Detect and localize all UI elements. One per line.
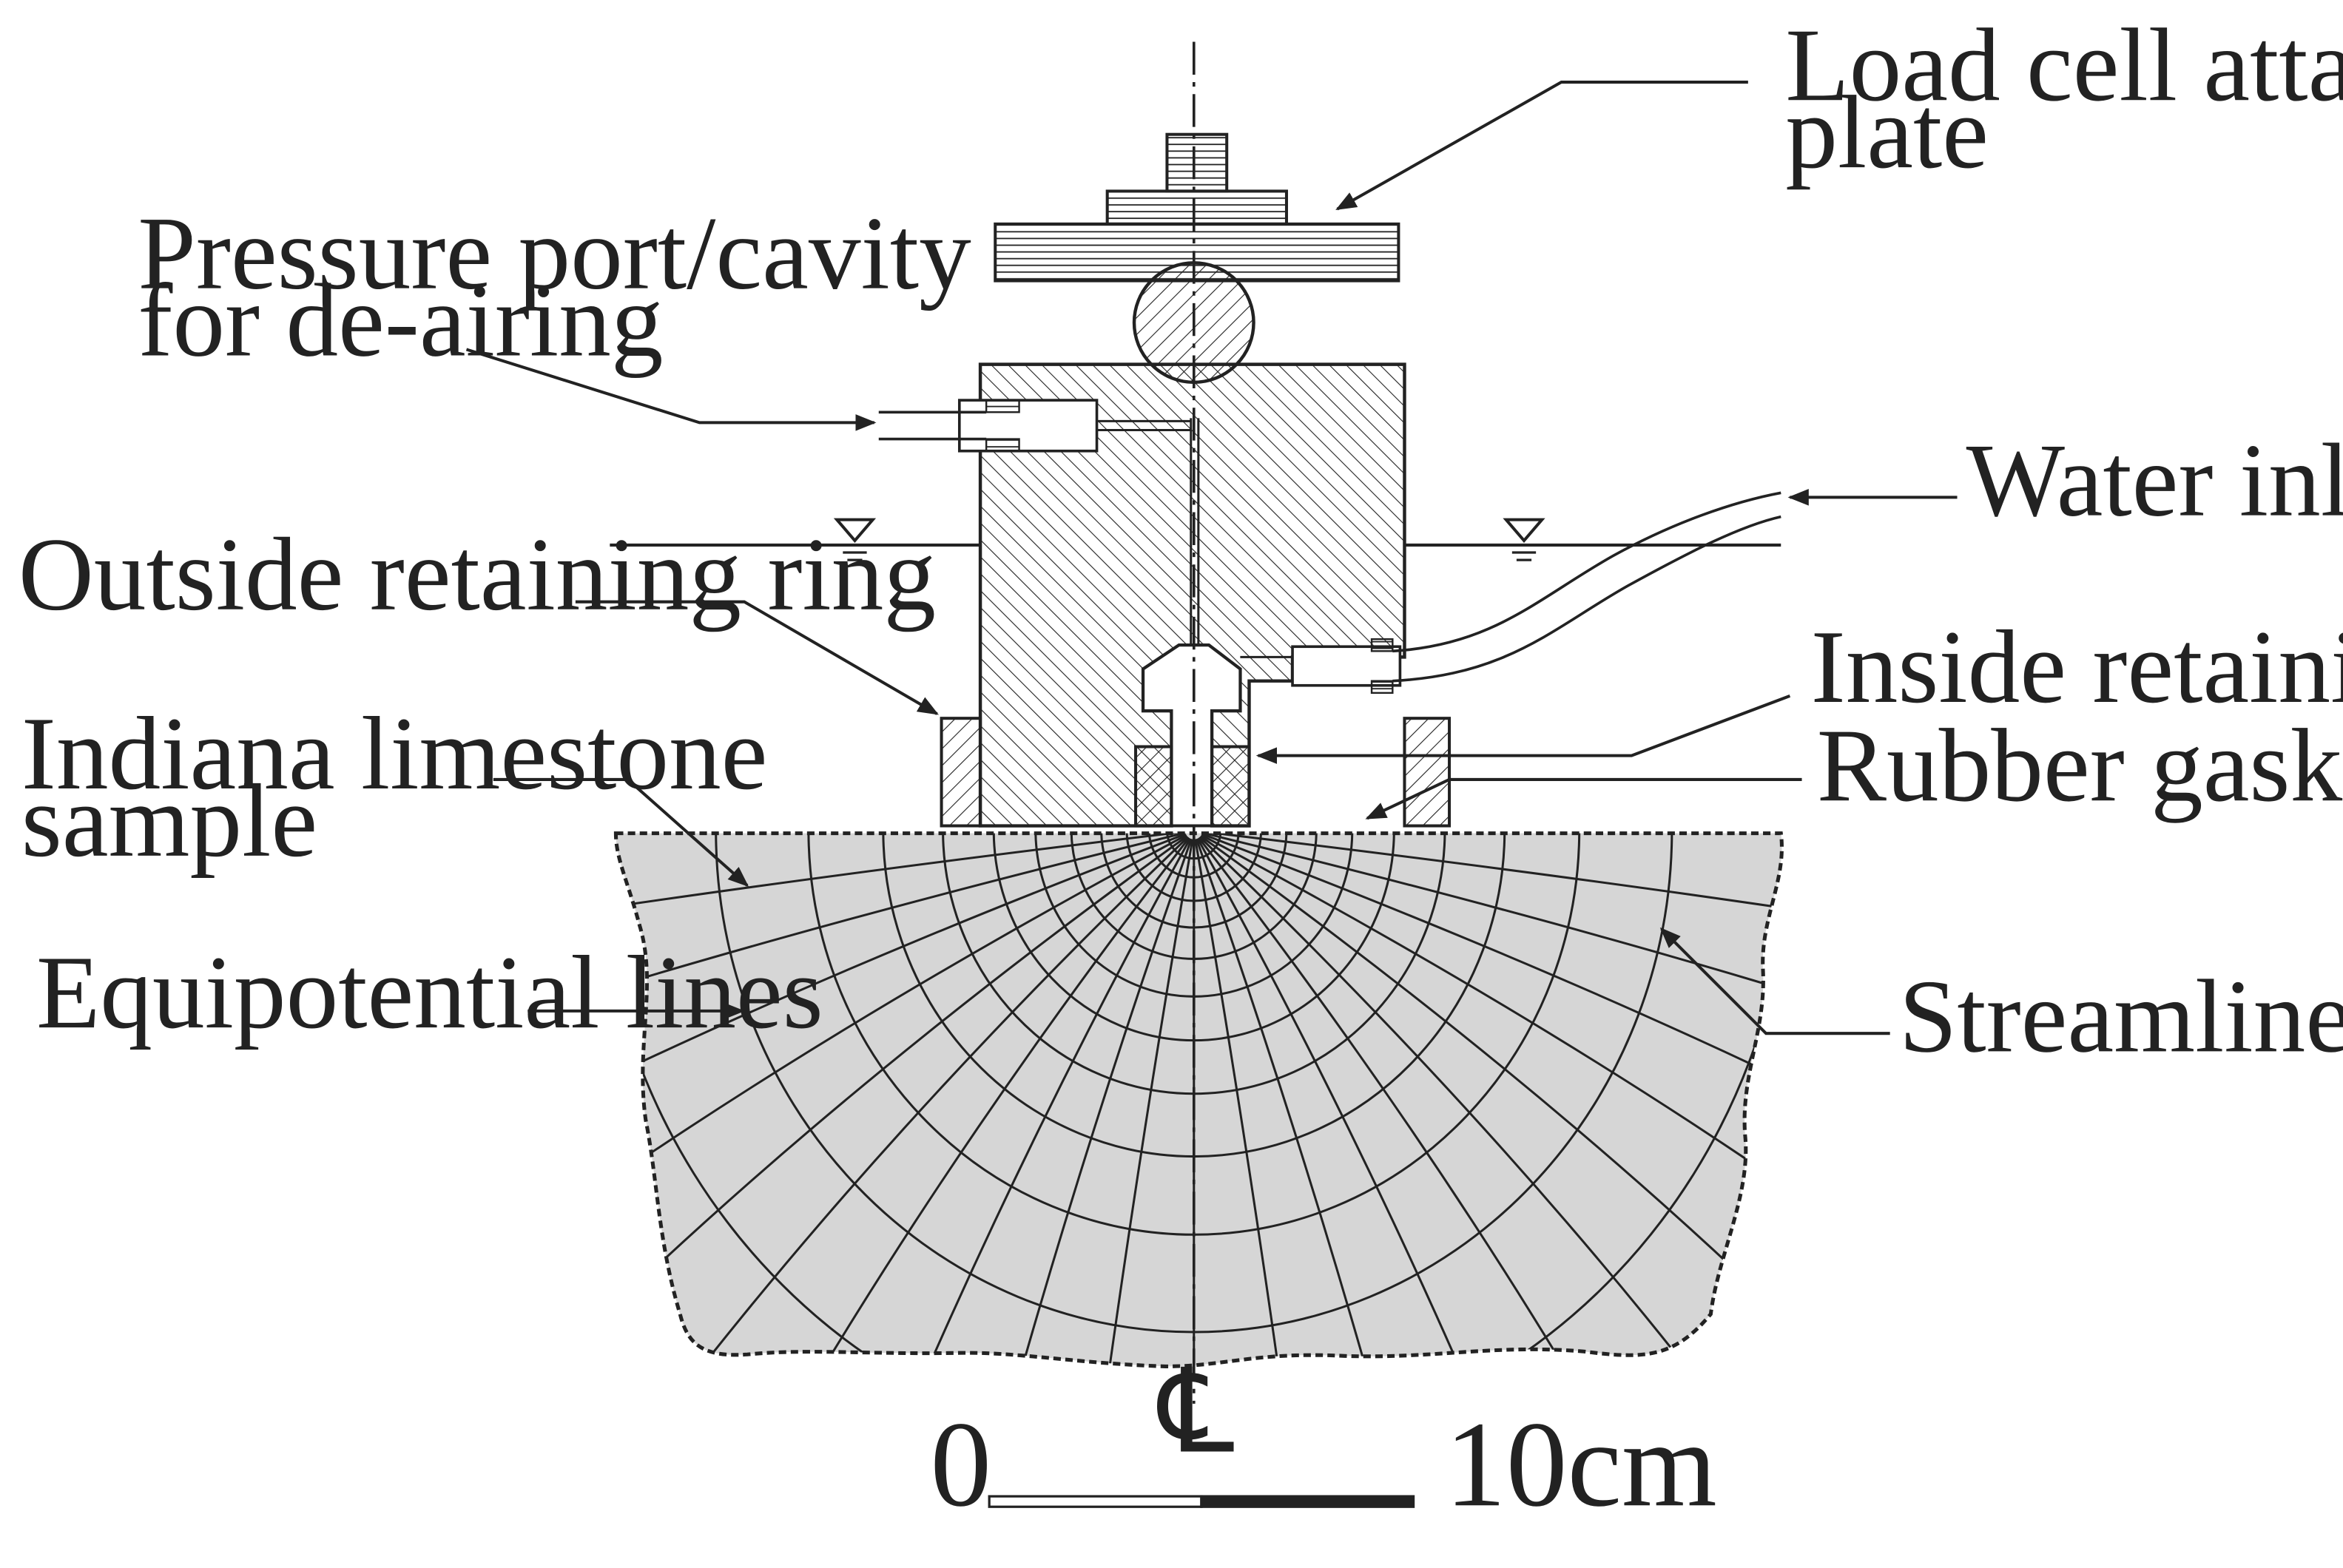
water-inlet-fitting [1240,491,1781,695]
label-inside-ring: Inside retaining ring [1811,609,2343,725]
limestone-sample [613,831,1784,1368]
label-rubber-gasket: Rubber gasket [1817,707,2343,823]
streamline [616,835,1188,1314]
equipotential-line [616,833,1782,1367]
label-sample-2: sample [21,763,317,879]
streamline [616,833,1186,937]
centerline-symbol: ℄ [1156,1349,1234,1478]
leader-lines [465,81,1958,1035]
streamline [1199,836,1704,1367]
streamlines-set [616,833,1782,1367]
water-level-symbol-left [833,518,877,543]
scale-bar-white [988,1495,1203,1508]
label-pressure-port: Pressure port/cavity [138,195,971,311]
streamline [974,838,1193,1367]
scale-bar-start: 0 [930,1396,991,1532]
inside-retaining-ring [1134,745,1251,828]
label-streamlines: Streamlines [1899,958,2343,1074]
scale-bar-black [1200,1495,1415,1508]
streamline [1082,839,1194,1367]
scale-bar-end: 10cm [1445,1396,1717,1532]
streamline [1194,839,1306,1367]
streamline [684,836,1189,1367]
label-sample: Indiana limestone [21,695,768,811]
streamline [870,837,1192,1367]
label-outside-ring: Outside retaining ring [18,516,936,632]
water-level-symbol-right [1503,518,1545,543]
label-equipotential: Equipotential lines [36,934,823,1050]
label-load-cell: Load cell attachment [1785,7,2343,123]
streamline [1199,835,1782,1314]
label-water-inlet: Water inlet [1966,422,2343,538]
scale-bar: 0 10cm [930,1396,1716,1532]
streamline [1196,837,1518,1367]
label-pressure-port-2: for de-airing [138,263,663,379]
streamline [1195,838,1415,1367]
streamline [1201,833,1782,1138]
water-level [610,518,1781,561]
outside-retaining-ring [940,717,1452,828]
streamline [1202,833,1782,937]
label-load-cell-2: plate [1785,74,1989,190]
streamline [616,833,1187,1138]
pressure-port-fitting [878,399,1191,453]
flow-net [616,833,1782,1367]
streamline [1202,833,1782,1040]
streamline [616,833,1186,1040]
